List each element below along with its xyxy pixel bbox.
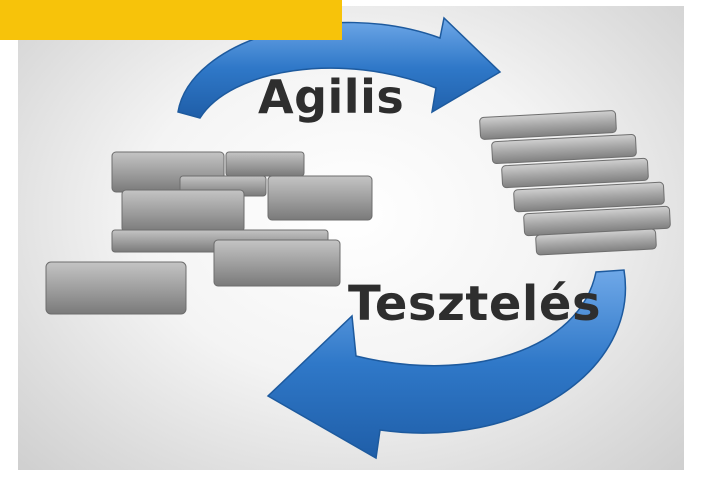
bottom-circular-arrow-icon [266,269,627,460]
agile-label: Agilis [258,70,405,124]
top-circular-arrow-icon [177,16,502,119]
stacked-bars-icon [479,110,671,256]
testing-label: Tesztelés [348,276,602,332]
brick-wall-icon [45,151,373,315]
top-banner [0,0,342,40]
